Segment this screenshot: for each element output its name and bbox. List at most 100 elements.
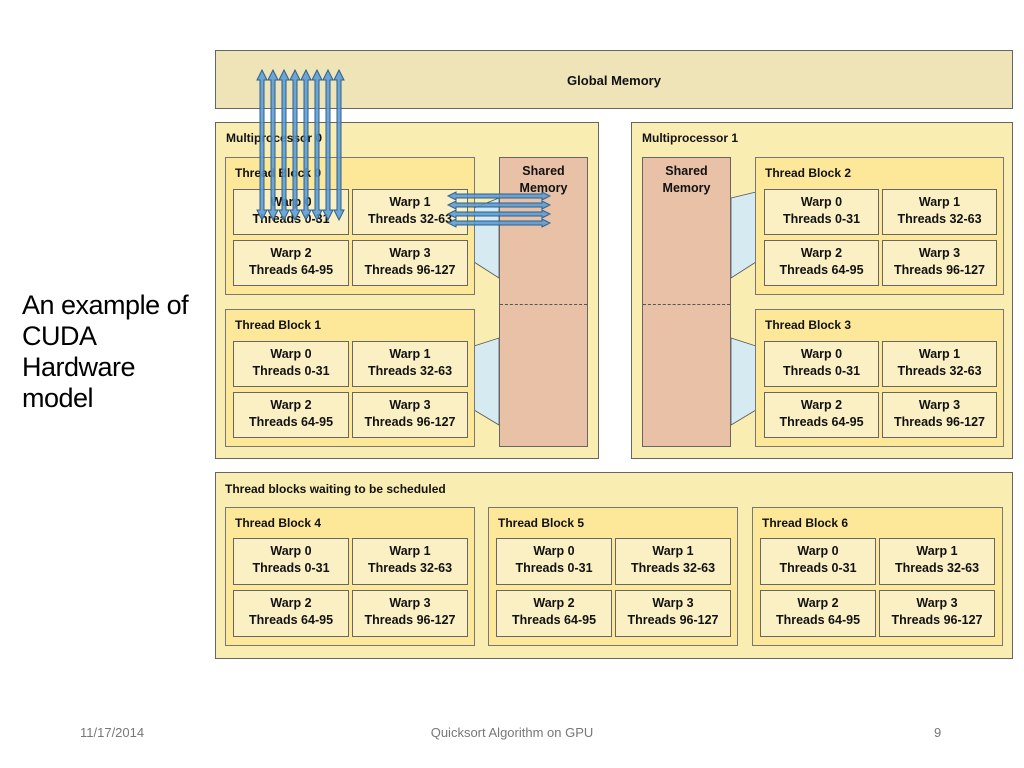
- warp-name: Warp 3: [389, 246, 431, 260]
- warp-threads: Threads 0-31: [779, 561, 857, 575]
- global-memory-label: Global Memory: [567, 73, 661, 88]
- warp-threads: Threads 64-95: [779, 415, 864, 429]
- global-memory: Global Memory: [215, 50, 1013, 109]
- tb1-warp-1: Warp 1 Threads 32-63: [352, 341, 468, 387]
- shared-memory-mp1-divider: [643, 304, 730, 305]
- warp-name: Warp 1: [389, 195, 431, 209]
- warp-threads: Threads 64-95: [248, 613, 334, 627]
- warp-threads: Threads 96-127: [893, 415, 986, 429]
- tb4-warp-2: Warp 2 Threads 64-95: [233, 590, 349, 637]
- warp-threads: Threads 96-127: [364, 263, 456, 277]
- warp-name: Warp 2: [800, 246, 843, 260]
- vertical-arrow-icon: [289, 68, 301, 222]
- footer-date: 11/17/2014: [80, 725, 145, 740]
- thread-block-1-label: Thread Block 1: [235, 318, 322, 332]
- waiting-blocks-label: Thread blocks waiting to be scheduled: [225, 482, 446, 496]
- shared-memory-mp0-line2: Memory: [519, 181, 568, 195]
- vertical-arrow-icon: [267, 68, 279, 222]
- warp-name: Warp 3: [389, 398, 431, 412]
- warp-threads: Threads 96-127: [364, 613, 456, 627]
- tb3-warp-3: Warp 3 Threads 96-127: [882, 392, 997, 438]
- warp-name: Warp 2: [270, 596, 312, 610]
- warp-threads: Threads 64-95: [779, 263, 864, 277]
- tb3-warp-0: Warp 0 Threads 0-31: [764, 341, 879, 387]
- thread-block-5-label: Thread Block 5: [498, 516, 585, 530]
- shared-memory-mp0-line1: Shared: [522, 164, 565, 178]
- warp-name: Warp 0: [270, 347, 312, 361]
- shared-memory-mp1: Shared Memory: [642, 157, 731, 447]
- warp-threads: Threads 96-127: [893, 263, 986, 277]
- tb2-warp-2: Warp 2 Threads 64-95: [764, 240, 879, 286]
- warp-threads: Threads 64-95: [248, 415, 334, 429]
- warp-name: Warp 1: [918, 195, 961, 209]
- shared-memory-mp0-divider: [500, 304, 587, 305]
- warp-name: Warp 0: [800, 195, 843, 209]
- warp-threads: Threads 64-95: [511, 613, 597, 627]
- warp-name: Warp 2: [797, 596, 839, 610]
- warp-name: Warp 1: [918, 347, 961, 361]
- warp-threads: Threads 0-31: [515, 561, 593, 575]
- warp-name: Warp 0: [270, 544, 312, 558]
- warp-threads: Threads 32-63: [367, 212, 453, 226]
- warp-name: Warp 3: [918, 246, 961, 260]
- tb2-warp-3: Warp 3 Threads 96-127: [882, 240, 997, 286]
- warp-name: Warp 0: [800, 347, 843, 361]
- tb6-warp-2: Warp 2 Threads 64-95: [760, 590, 876, 637]
- multiprocessor-1-label: Multiprocessor 1: [642, 131, 739, 145]
- footer-title: Quicksort Algorithm on GPU: [430, 725, 594, 740]
- warp-threads: Threads 32-63: [897, 364, 982, 378]
- tb1-warp-3: Warp 3 Threads 96-127: [352, 392, 468, 438]
- thread-block-3-label: Thread Block 3: [765, 318, 852, 332]
- tb6-warp-3: Warp 3 Threads 96-127: [879, 590, 995, 637]
- horizontal-arrow-icon: [446, 191, 552, 201]
- tb4-warp-0: Warp 0 Threads 0-31: [233, 538, 349, 585]
- tb3-warp-1: Warp 1 Threads 32-63: [882, 341, 997, 387]
- warp-name: Warp 1: [652, 544, 694, 558]
- thread-block-4-label: Thread Block 4: [235, 516, 322, 530]
- warp-name: Warp 1: [389, 347, 431, 361]
- page-number: 9: [934, 725, 942, 740]
- tb5-warp-2: Warp 2 Threads 64-95: [496, 590, 612, 637]
- tb0-warp-2: Warp 2 Threads 64-95: [233, 240, 349, 286]
- tb0-warp-3: Warp 3 Threads 96-127: [352, 240, 468, 286]
- vertical-arrow-icon: [333, 68, 345, 222]
- vertical-arrow-icon: [311, 68, 323, 222]
- warp-threads: Threads 32-63: [367, 561, 453, 575]
- tb2-warp-1: Warp 1 Threads 32-63: [882, 189, 997, 235]
- warp-threads: Threads 0-31: [252, 561, 330, 575]
- warp-threads: Threads 64-95: [248, 263, 334, 277]
- tb2-warp-0: Warp 0 Threads 0-31: [764, 189, 879, 235]
- warp-name: Warp 3: [918, 398, 961, 412]
- warp-threads: Threads 32-63: [630, 561, 716, 575]
- warp-threads: Threads 32-63: [367, 364, 453, 378]
- warp-threads: Threads 32-63: [897, 212, 982, 226]
- slide-title: An example of CUDA Hardware model: [22, 290, 189, 413]
- shared-memory-mp1-line1: Shared: [665, 164, 708, 178]
- horizontal-arrow-icon: [446, 200, 552, 210]
- warp-name: Warp 2: [270, 246, 312, 260]
- warp-threads: Threads 64-95: [775, 613, 861, 627]
- vertical-arrow-icon: [322, 68, 334, 222]
- vertical-arrow-icon: [256, 68, 268, 222]
- warp-threads: Threads 96-127: [364, 415, 456, 429]
- tb5-warp-0: Warp 0 Threads 0-31: [496, 538, 612, 585]
- warp-name: Warp 0: [533, 544, 575, 558]
- thread-block-0-label: Thread Block 0: [235, 166, 322, 180]
- warp-threads: Threads 0-31: [782, 364, 861, 378]
- warp-threads: Threads 96-127: [891, 613, 983, 627]
- shared-memory-mp1-line2: Memory: [662, 181, 711, 195]
- vertical-arrow-icon: [300, 68, 312, 222]
- warp-threads: Threads 0-31: [782, 212, 861, 226]
- warp-name: Warp 2: [533, 596, 575, 610]
- warp-name: Warp 0: [797, 544, 839, 558]
- warp-name: Warp 3: [916, 596, 958, 610]
- tb5-warp-1: Warp 1 Threads 32-63: [615, 538, 731, 585]
- warp-name: Warp 0: [270, 195, 312, 209]
- horizontal-arrow-icon: [446, 218, 552, 228]
